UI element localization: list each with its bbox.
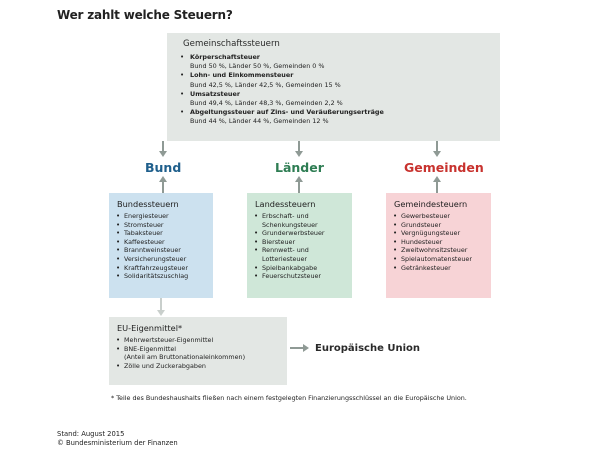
bundessteuern-list: Energiesteuer Stromsteuer Tabaksteuer Ka… <box>115 212 215 281</box>
gemeindesteuern-list: Gewerbesteuer Grundsteuer Vergnügungsteu… <box>392 212 492 272</box>
list-item: Versicherungsteuer <box>115 255 215 264</box>
tax-split: Bund 50 %, Länder 50 %, Gemeinden 0 % <box>190 62 325 71</box>
bundessteuern-box: Bundessteuern Energiesteuer Stromsteuer … <box>109 193 213 298</box>
list-item: Feuerschutzsteuer <box>253 272 353 281</box>
landessteuern-heading: Landessteuern <box>255 199 316 209</box>
list-item: Hundesteuer <box>392 238 492 247</box>
list-item: Gewerbesteuer <box>392 212 492 221</box>
list-item: Getränkesteuer <box>392 264 492 273</box>
eu-eigenmittel-heading: EU-Eigenmittel* <box>117 323 183 333</box>
stand-date: Stand: August 2015 <box>57 430 125 438</box>
list-item: Solidaritätszuschlag <box>115 272 215 281</box>
list-item: Kaffeesteuer <box>115 238 215 247</box>
list-item: Mehrwertsteuer-Eigenmittel <box>115 336 285 345</box>
list-item: Rennwett- und Lotteriesteuer <box>253 246 353 263</box>
gemeindesteuern-box: Gemeindesteuern Gewerbesteuer Grundsteue… <box>386 193 491 298</box>
level-gemeinden: Gemeinden <box>404 160 484 175</box>
tax-name: Abgeltungssteuer auf Zins- und Veräußeru… <box>190 108 384 117</box>
meta-info: Stand: August 2015 © Bundesministerium d… <box>57 430 178 448</box>
list-item: BNE-Eigenmittel <box>115 345 285 354</box>
list-item: Abgeltungssteuer auf Zins- und Veräußeru… <box>179 108 499 126</box>
list-item: Kraftfahrzeugsteuer <box>115 264 215 273</box>
gemeinschaftssteuern-box: Gemeinschaftssteuern KörperschaftsteuerB… <box>167 33 500 141</box>
list-item: Grunderwerbsteuer <box>253 229 353 238</box>
eu-eigenmittel-list: Mehrwertsteuer-Eigenmittel BNE-Eigenmitt… <box>115 336 285 370</box>
list-item: Energiesteuer <box>115 212 215 221</box>
gemeinschaftssteuern-heading: Gemeinschaftssteuern <box>183 39 280 49</box>
level-bund: Bund <box>145 160 182 175</box>
landessteuern-list: Erbschaft- und Schenkungsteuer Grunderwe… <box>253 212 353 281</box>
landessteuern-box: Landessteuern Erbschaft- und Schenkungst… <box>247 193 352 298</box>
tax-name: Körperschaftsteuer <box>190 53 260 61</box>
list-item: Branntweinsteuer <box>115 246 215 255</box>
tax-split: Bund 49,4 %, Länder 48,3 %, Gemeinden 2,… <box>190 99 343 108</box>
tax-name: Umsatzsteuer <box>190 89 240 98</box>
list-item: Zweitwohnsitzsteuer <box>392 246 492 255</box>
footnote: * Teile des Bundeshaushalts fließen nach… <box>111 394 467 402</box>
list-item: Erbschaft- und Schenkungsteuer <box>253 212 353 229</box>
gemeindesteuern-heading: Gemeindesteuern <box>394 199 468 209</box>
tax-split: Bund 42,5 %, Länder 42,5 %, Gemeinden 15… <box>190 80 341 89</box>
list-item-note: (Anteil am Bruttonationaleinkommen) <box>124 353 246 362</box>
level-laender: Länder <box>275 160 324 175</box>
list-item: Spielautomatensteuer <box>392 255 492 264</box>
list-item: Tabaksteuer <box>115 229 215 238</box>
eu-target-label: Europäische Union <box>315 343 421 354</box>
list-item: Grundsteuer <box>392 221 492 230</box>
list-item: Zölle und Zuckerabgaben <box>115 362 285 371</box>
eu-eigenmittel-box: EU-Eigenmittel* Mehrwertsteuer-Eigenmitt… <box>109 317 287 385</box>
list-item: Stromsteuer <box>115 221 215 230</box>
tax-split: Bund 44 %, Länder 44 %, Gemeinden 12 % <box>190 117 329 126</box>
tax-name: Lohn- und Einkommensteuer <box>190 71 294 80</box>
list-item: Spielbankabgabe <box>253 264 353 273</box>
list-item: Vergnügungsteuer <box>392 229 492 238</box>
diagram-title: Wer zahlt welche Steuern? <box>57 8 233 22</box>
source-credit: © Bundesministerium der Finanzen <box>57 439 178 447</box>
bundessteuern-heading: Bundessteuern <box>117 199 179 209</box>
list-item: Biersteuer <box>253 238 353 247</box>
